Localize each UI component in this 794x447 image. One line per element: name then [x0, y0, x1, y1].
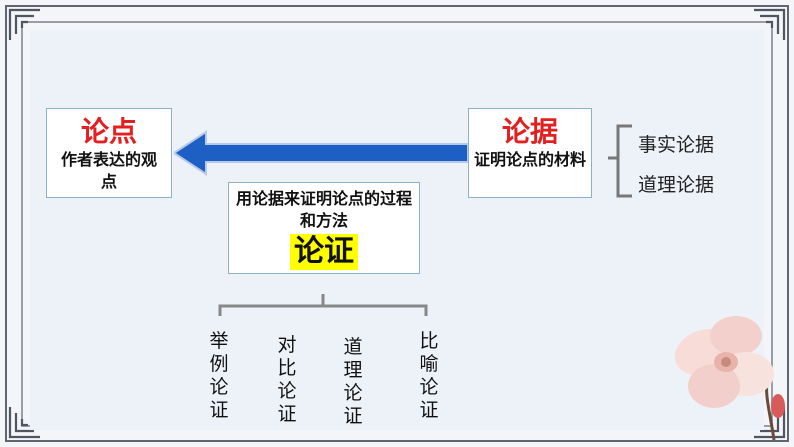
argumentation-box: 用论据来证明论点的过程和方法 论证 — [228, 182, 420, 274]
evidence-box: 论据 证明论点的材料 — [468, 108, 592, 198]
argumentation-desc: 用论据来证明论点的过程和方法 — [235, 189, 412, 230]
claim-title: 论点 — [80, 115, 137, 148]
evidence-desc: 证明论点的材料 — [474, 150, 587, 169]
methods-bracket — [218, 294, 428, 316]
method-reasoning: 道理论证 — [343, 336, 363, 427]
left-arrow — [174, 130, 469, 176]
method-metaphor: 比喻论证 — [419, 330, 439, 421]
evidence-title: 论据 — [501, 115, 558, 148]
evidence-brace — [608, 124, 632, 198]
claim-box: 论点 作者表达的观点 — [46, 108, 172, 198]
method-example: 举例论证 — [209, 330, 229, 421]
argumentation-title: 论证 — [290, 234, 358, 270]
evidence-type-fact: 事实论据 — [638, 134, 715, 156]
evidence-type-reason: 道理论据 — [638, 174, 715, 196]
claim-desc: 作者表达的观点 — [60, 150, 157, 191]
method-contrast: 对比论证 — [277, 334, 297, 425]
flower-decoration — [674, 316, 785, 440]
